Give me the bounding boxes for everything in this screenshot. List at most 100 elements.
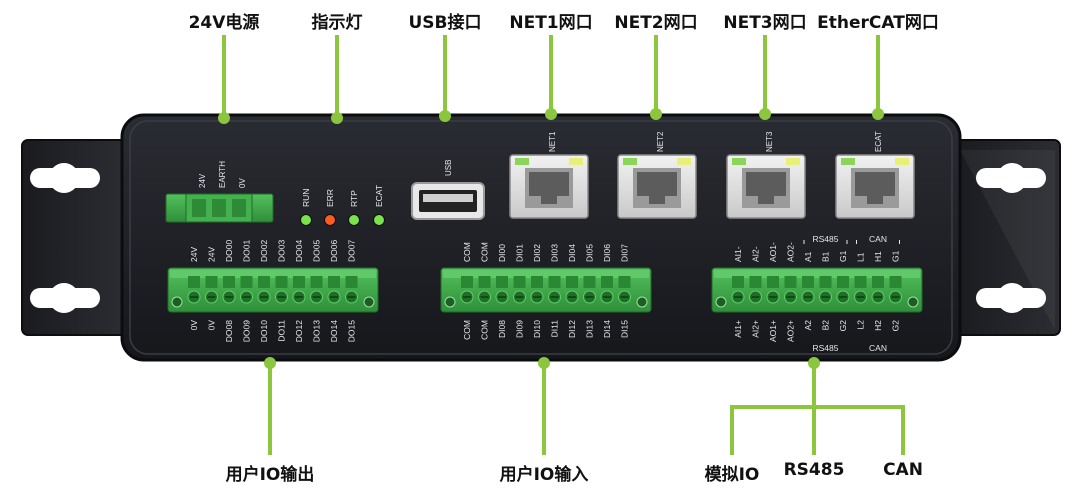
mounting-screw <box>636 296 648 308</box>
callout-ethercat: EtherCAT网口 <box>817 13 939 33</box>
can-group-label-top: CAN <box>869 234 887 244</box>
right-bracket <box>954 139 1061 336</box>
usb-port <box>411 182 485 220</box>
rs485-group-label-top: RS485 <box>813 234 839 244</box>
terminal-label-bottom: COM <box>480 320 490 340</box>
callout-power: 24V电源 <box>188 13 260 33</box>
terminal-label-bottom: 0V <box>207 320 217 331</box>
port-label: NET1 <box>548 131 557 152</box>
terminal-label-bottom: DI12 <box>567 320 577 338</box>
callout-net3: NET3网口 <box>723 13 807 33</box>
terminal-label-bottom: G2 <box>838 320 848 332</box>
terminal-label-bottom: 0V <box>189 320 199 331</box>
terminal-label-bottom: DO13 <box>312 320 322 342</box>
callout-user-io-in: 用户IO输入 <box>499 465 589 485</box>
terminal-label-bottom: DO12 <box>294 320 304 342</box>
terminal-label-bottom: DO15 <box>347 320 357 342</box>
terminal-label-top: DO03 <box>277 240 287 262</box>
callout-dot <box>545 108 557 120</box>
terminal-label-bottom: DO08 <box>224 320 234 342</box>
terminal-label-bottom: DI11 <box>550 320 560 338</box>
terminal-label-bottom: B2 <box>821 320 831 331</box>
callout-can: CAN <box>883 460 923 480</box>
terminal-label-top: DO04 <box>294 240 304 262</box>
link-led <box>841 158 855 165</box>
port-label: ECAT <box>874 131 883 152</box>
terminal-label-top: DI04 <box>567 244 577 262</box>
link-led <box>515 158 529 165</box>
led-label: ECAT <box>374 185 384 207</box>
port-label: NET3 <box>765 131 774 152</box>
terminal-label-bottom: A2 <box>803 320 813 331</box>
terminal-label-top: AO1- <box>768 242 778 262</box>
callout-dot <box>218 112 230 124</box>
led-rtp <box>348 214 360 226</box>
activity-led <box>786 158 800 165</box>
callout-net1: NET1网口 <box>509 13 593 33</box>
terminal-label-top: G1 <box>891 250 901 262</box>
callout-usb: USB接口 <box>408 13 482 33</box>
terminal-label-bottom: DI14 <box>602 320 612 338</box>
terminal-label-bottom: DO10 <box>259 320 269 342</box>
terminal-label-bottom: DI10 <box>532 320 542 338</box>
mounting-screw <box>363 296 375 308</box>
callout-dot <box>331 112 343 124</box>
callout-analog-io: 模拟IO <box>704 465 760 485</box>
power-pin-label: 0V <box>238 178 247 188</box>
terminal-label-top: B1 <box>821 251 831 262</box>
mounting-screw <box>171 296 183 308</box>
terminal-label-top: DI05 <box>585 244 595 262</box>
terminal-label-bottom: L2 <box>856 320 866 330</box>
terminal-label-top: AI1- <box>733 246 743 262</box>
activity-led <box>677 158 691 165</box>
callout-dot <box>439 110 451 122</box>
led-label: RUN <box>301 189 311 207</box>
terminal-label-bottom: DI08 <box>497 320 507 338</box>
callout-lines <box>218 35 905 455</box>
terminal-label-top: DI01 <box>515 244 525 262</box>
terminal-label-top: G1 <box>838 250 848 262</box>
terminal-label-bottom: AO1+ <box>768 320 778 342</box>
terminal-label-top: H1 <box>873 251 883 262</box>
terminal-label-top: COM <box>462 242 472 262</box>
callout-indicator: 指示灯 <box>311 13 363 33</box>
activity-led <box>895 158 909 165</box>
mounting-screw <box>715 296 727 308</box>
can-group-label-bottom: CAN <box>869 343 887 353</box>
terminal-label-top: DI02 <box>532 244 542 262</box>
terminal-label-bottom: DI09 <box>515 320 525 338</box>
terminal-label-bottom: DO11 <box>277 320 287 342</box>
terminal-label-bottom: AI1+ <box>733 320 743 338</box>
power-pin-label: 24V <box>198 173 207 188</box>
terminal-out-block <box>167 267 379 313</box>
power-pin-label: EARTH <box>218 161 227 188</box>
terminal-label-top: 24V <box>207 247 217 262</box>
terminal-label-bottom: DO09 <box>242 320 252 342</box>
led-err <box>324 214 336 226</box>
ethernet-port-net3 <box>726 154 806 219</box>
link-led <box>623 158 637 165</box>
ethernet-port-net2 <box>617 154 697 219</box>
ethernet-ports: NET1 NET2 NET3 ECAT <box>509 131 915 219</box>
terminal-label-bottom: COM <box>462 320 472 340</box>
port-label: NET2 <box>656 131 665 152</box>
mounting-screw <box>444 296 456 308</box>
callout-dot <box>872 108 884 120</box>
terminal-label-top: DO01 <box>242 240 252 262</box>
callout-net2: NET2网口 <box>614 13 698 33</box>
terminal-in-block <box>440 267 652 313</box>
terminal-label-top: DO07 <box>347 240 357 262</box>
callout-rs485: RS485 <box>783 460 845 480</box>
terminal-label-top: L1 <box>856 252 866 262</box>
terminal-label-bottom: H2 <box>873 320 883 331</box>
terminal-label-top: DO02 <box>259 240 269 262</box>
led-label: ERR <box>325 189 335 207</box>
usb-label: USB <box>444 160 453 176</box>
terminal-label-top: DI03 <box>550 244 560 262</box>
ethernet-port-net1 <box>509 154 589 219</box>
device-labels: 24V EARTH 0V USB <box>198 160 453 188</box>
terminal-label-bottom: DI15 <box>620 320 630 338</box>
